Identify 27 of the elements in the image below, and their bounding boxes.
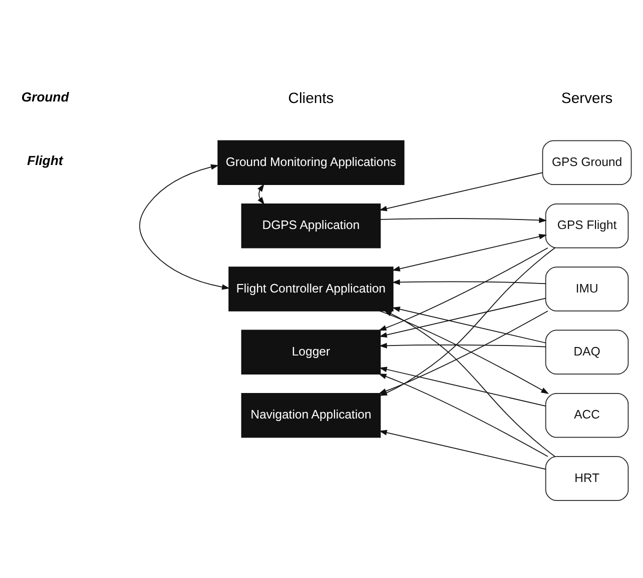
arrow (258, 184, 265, 205)
arrow (379, 298, 546, 338)
arrow (380, 217, 547, 223)
node-box: Flight Controller Application (228, 266, 394, 312)
arrow (139, 164, 230, 290)
node-box: Logger (241, 330, 381, 375)
arrow (379, 342, 546, 348)
arrow (379, 172, 543, 212)
label: Flight (27, 152, 63, 168)
label: Servers (561, 91, 613, 108)
node-box: DAQ (545, 330, 629, 375)
arrow (378, 247, 548, 331)
arrow (384, 310, 556, 457)
node-box: GPS Flight (545, 203, 629, 248)
node-box: IMU (545, 266, 629, 312)
node-box: HRT (545, 456, 629, 501)
node-box: DGPS Application (241, 203, 381, 248)
node-box: GPS Ground (542, 140, 632, 185)
arrow (392, 306, 546, 344)
node-box: Ground Monitoring Applications (218, 140, 404, 185)
arrow (379, 430, 546, 470)
node-box: ACC (545, 393, 629, 438)
node-box: Navigation Application (241, 393, 381, 438)
arrow (392, 234, 547, 272)
label: Ground (21, 90, 69, 105)
arrow (392, 279, 546, 285)
label: Clients (288, 91, 334, 108)
